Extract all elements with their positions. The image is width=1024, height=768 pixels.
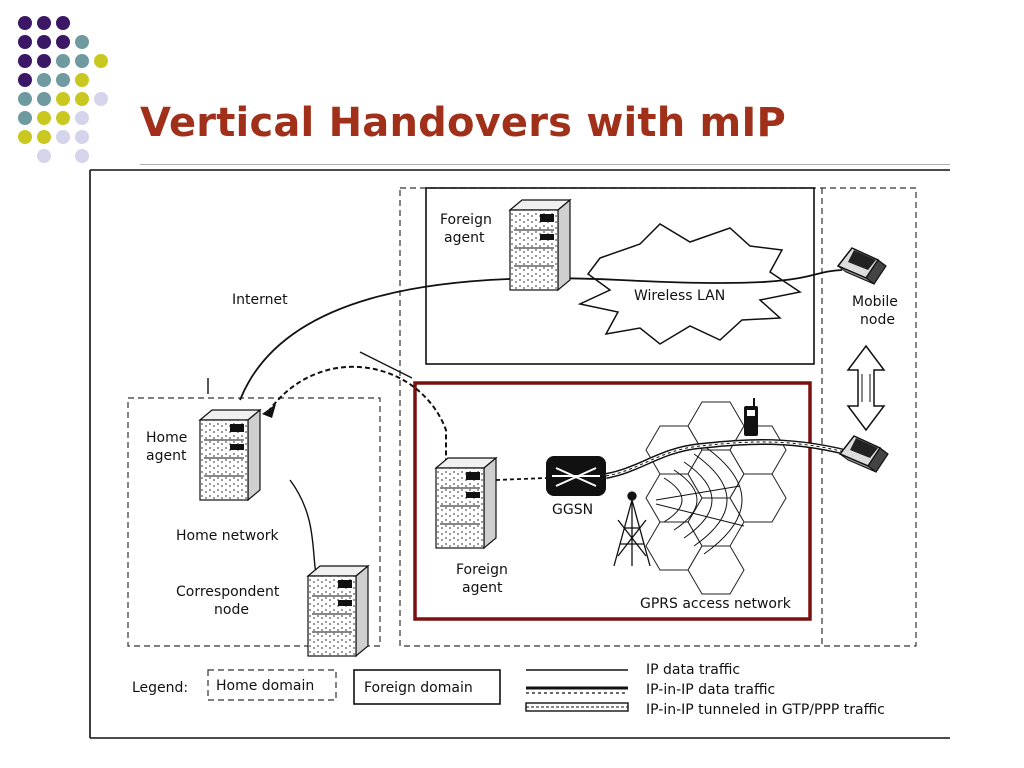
dot — [18, 16, 32, 30]
dot — [56, 73, 70, 87]
legend-home-domain-swatch — [207, 669, 337, 701]
dot — [75, 130, 89, 144]
mobile-domain-box — [399, 187, 917, 647]
dot — [37, 149, 51, 163]
home-network-link — [289, 479, 319, 581]
dot — [75, 73, 89, 87]
foreign-agent-bottom-label-line1: Foreign — [456, 562, 508, 578]
dot — [56, 35, 70, 49]
dot — [94, 92, 108, 106]
decorative-dot-grid — [18, 16, 108, 163]
handover-double-arrow — [846, 344, 886, 432]
dot — [18, 35, 32, 49]
dot — [18, 73, 32, 87]
arrowhead — [262, 404, 276, 418]
dot — [56, 54, 70, 68]
dot — [75, 35, 89, 49]
dot — [75, 149, 89, 163]
gprs-access-network-label: GPRS access network — [640, 596, 792, 612]
dot — [56, 111, 70, 125]
foreign-agent-top-label-line2: agent — [444, 230, 485, 246]
internet-label: Internet — [232, 292, 288, 308]
legend-home-domain-label: Home domain — [216, 678, 314, 694]
wlan-foreign-domain-box — [425, 187, 815, 365]
legend-ip-data-label: IP data traffic — [646, 662, 740, 678]
mobile-node-laptop-top — [837, 247, 887, 285]
foreign-agent-bottom-server — [435, 457, 497, 549]
radio-waves — [655, 445, 745, 555]
ggsn-router-icon — [546, 456, 606, 496]
legend-ip-in-ip-label: IP-in-IP data traffic — [646, 682, 775, 698]
legend-gtp-label: IP-in-IP tunneled in GTP/PPP traffic — [646, 702, 885, 718]
dot — [37, 73, 51, 87]
mobile-node-laptop-bottom — [839, 435, 889, 473]
legend: Legend: Home domain Foreign domain IP da… — [132, 662, 885, 718]
home-domain-box — [127, 397, 381, 647]
dot — [37, 54, 51, 68]
antenna-tower-icon — [613, 491, 651, 567]
foreign-agent-bottom-label-line2: agent — [462, 580, 503, 596]
home-agent-label-line1: Home — [146, 430, 187, 446]
dot — [37, 130, 51, 144]
gprs-highlight-box — [413, 381, 812, 621]
dot — [75, 54, 89, 68]
legend-foreign-domain-label: Foreign domain — [364, 680, 473, 696]
correspondent-node-label-line2: node — [214, 602, 249, 618]
home-network-label: Home network — [176, 528, 280, 544]
internet-divider-line — [359, 351, 413, 379]
slide-title: Vertical Handovers with mIP — [140, 100, 786, 146]
wireless-lan-label: Wireless LAN — [634, 288, 725, 304]
dot — [37, 111, 51, 125]
foreign-agent-top-server — [509, 199, 571, 291]
dot — [37, 16, 51, 30]
dot — [75, 111, 89, 125]
outer-frame — [89, 169, 950, 739]
mobile-phone-icon — [744, 398, 758, 436]
legend-title: Legend: — [132, 680, 188, 696]
wireless-lan-cloud — [577, 223, 802, 345]
dot — [37, 92, 51, 106]
legend-foreign-domain-swatch — [353, 669, 501, 705]
dot — [18, 92, 32, 106]
mobile-node-label-line2: node — [860, 312, 895, 328]
dot — [18, 111, 32, 125]
dot — [18, 130, 32, 144]
ggsn-label: GGSN — [552, 502, 593, 518]
title-divider — [140, 164, 950, 165]
dot — [56, 130, 70, 144]
mobile-node-label-line1: Mobile — [852, 294, 898, 310]
correspondent-node-server — [307, 565, 369, 657]
internet-link — [239, 269, 843, 401]
ggsn-foreign-agent-link — [495, 477, 547, 481]
dot — [94, 54, 108, 68]
correspondent-node-label-line1: Correspondent — [176, 584, 280, 600]
home-agent-label-line2: agent — [146, 448, 187, 464]
dot — [56, 16, 70, 30]
foreign-agent-top-label-line1: Foreign — [440, 212, 492, 228]
dot — [37, 35, 51, 49]
gtp-tunnel-link — [605, 438, 861, 479]
dot — [18, 54, 32, 68]
dot — [75, 92, 89, 106]
ip-in-ip-link — [267, 365, 447, 480]
home-agent-server — [199, 409, 261, 501]
dot — [56, 92, 70, 106]
